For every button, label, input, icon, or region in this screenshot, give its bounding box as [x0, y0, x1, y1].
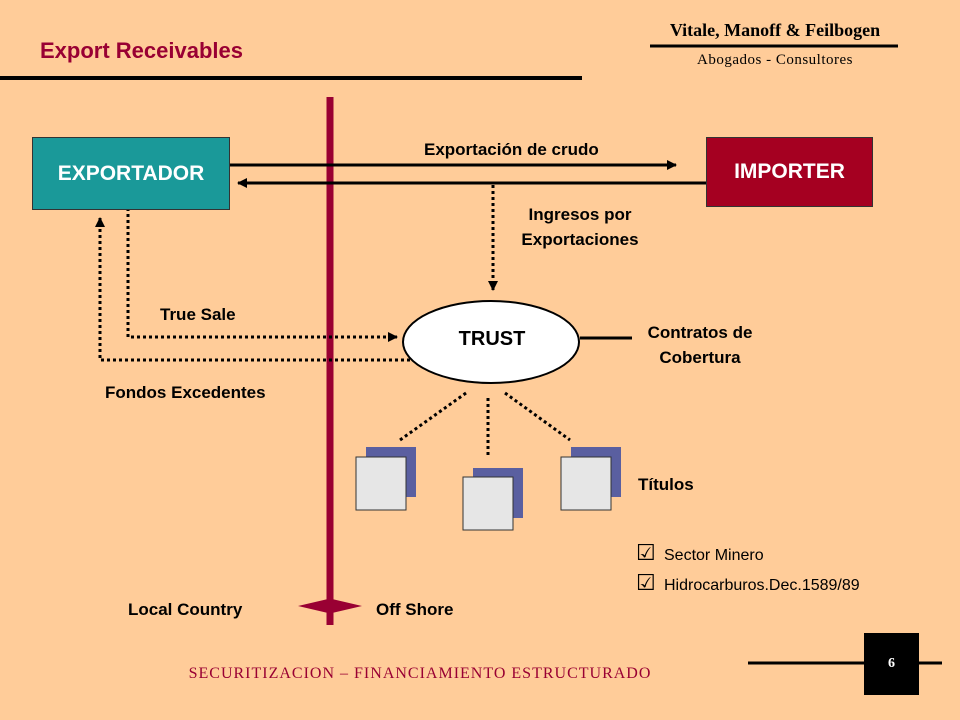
checklist-item: ☑ Sector Minero [636, 540, 764, 566]
true-sale-label: True Sale [160, 305, 236, 324]
exportador-box: EXPORTADOR [32, 137, 230, 210]
importer-box: IMPORTER [706, 137, 873, 207]
export-flow-label: Exportación de crudo [424, 140, 599, 159]
fondos-arrow [95, 217, 410, 362]
contratos-label-2: Cobertura [659, 348, 741, 367]
checklist-text: Sector Minero [664, 547, 764, 564]
document-icon [355, 447, 416, 511]
checklist-item: ☑ Hidrocarburos.Dec.1589/89 [636, 570, 860, 596]
page-title: Export Receivables [40, 38, 243, 63]
local-country-label: Local Country [128, 600, 243, 619]
footer-text: SECURITIZACION – FINANCIAMIENTO ESTRUCTU… [188, 665, 652, 682]
off-shore-label: Off Shore [376, 600, 454, 619]
ingresos-label-1: Ingresos por [528, 205, 632, 224]
titulos-link-right [504, 391, 571, 442]
checkbox-icon: ☑ [636, 570, 656, 595]
right-arrow-icon [332, 599, 362, 613]
contratos-label-1: Contratos de [647, 323, 753, 342]
page-number: 6 [864, 633, 919, 695]
document-icon [462, 468, 523, 531]
trust-node [402, 300, 580, 384]
trust-label: TRUST [458, 328, 526, 350]
document-icon [560, 447, 621, 511]
titulos-label: Títulos [638, 475, 694, 494]
checklist-text: Hidrocarburos.Dec.1589/89 [664, 577, 860, 594]
left-arrow-icon [298, 599, 328, 613]
fondos-label: Fondos Excedentes [105, 383, 266, 402]
checkbox-icon: ☑ [636, 540, 656, 565]
firm-subtitle: Abogados - Consultores [697, 52, 853, 68]
firm-name: Vitale, Manoff & Feilbogen [669, 20, 881, 40]
titulos-link-left [399, 391, 467, 442]
ingresos-label-2: Exportaciones [521, 230, 639, 249]
true-sale-arrow [126, 208, 398, 342]
